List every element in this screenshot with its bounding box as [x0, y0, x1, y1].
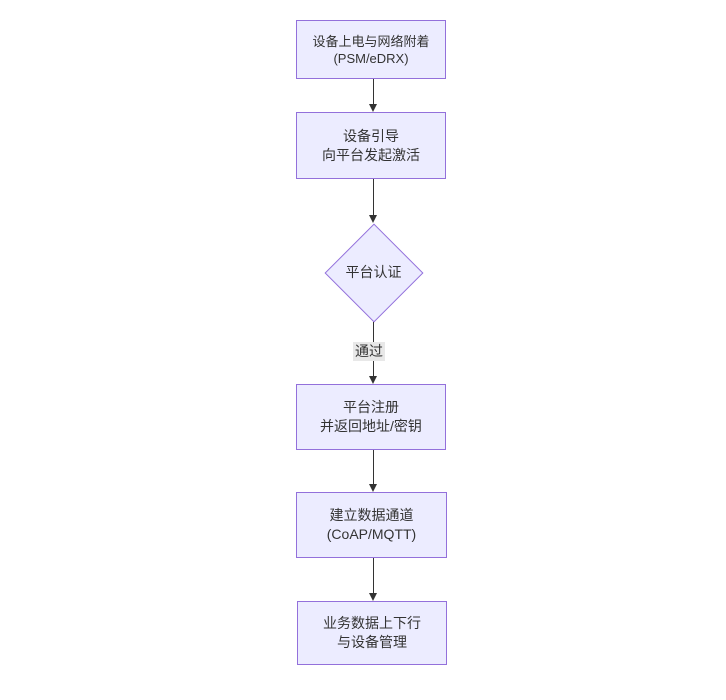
- arrowhead-down-icon: [369, 484, 377, 492]
- edge-bootstrap-to-auth: [369, 179, 378, 223]
- edge-channel-to-business: [369, 558, 378, 601]
- edge-line: [373, 79, 374, 106]
- node-text-line: 与设备管理: [337, 634, 407, 650]
- edge-line: [373, 558, 374, 595]
- node-text-line: 业务数据上下行: [323, 615, 421, 631]
- edge-label-pass: 通过: [353, 342, 385, 361]
- node-text-line: (PSM/eDRX): [333, 50, 409, 66]
- node-bootstrap-activate: 设备引导 向平台发起激活: [296, 112, 446, 179]
- node-text-line: 平台认证: [345, 264, 402, 280]
- node-data-channel: 建立数据通道 (CoAP/MQTT): [296, 492, 447, 558]
- node-power-on-attach: 设备上电与网络附着 (PSM/eDRX): [296, 20, 446, 79]
- node-platform-register: 平台注册 并返回地址/密钥: [296, 384, 446, 450]
- node-business-data: 业务数据上下行 与设备管理: [297, 601, 447, 665]
- arrowhead-down-icon: [369, 593, 377, 601]
- decision-platform-auth: 平台认证: [323, 222, 424, 323]
- node-text-line: (CoAP/MQTT): [326, 526, 417, 542]
- node-text-line: 向平台发起激活: [322, 146, 420, 163]
- edge-power-to-bootstrap: [369, 79, 378, 112]
- node-text-line: 并返回地址/密钥: [320, 418, 422, 434]
- node-text-line: 平台注册: [343, 399, 399, 415]
- node-text-line: 设备引导: [343, 127, 399, 144]
- edge-register-to-channel: [369, 450, 378, 492]
- node-text-line: 设备上电与网络附着: [312, 33, 430, 49]
- arrowhead-down-icon: [369, 376, 377, 384]
- arrowhead-down-icon: [369, 104, 377, 112]
- arrowhead-down-icon: [369, 215, 377, 223]
- node-text-line: 建立数据通道: [329, 507, 414, 523]
- edge-line: [373, 450, 374, 486]
- edge-line: [373, 179, 374, 217]
